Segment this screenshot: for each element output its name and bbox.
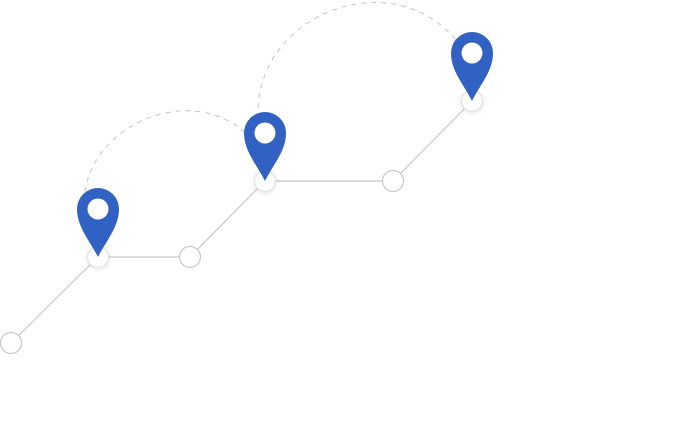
map-pin-icon: [77, 188, 119, 257]
dashed-arc-2: [257, 1, 463, 109]
route-node: [0, 331, 23, 355]
dashed-arc-1: [84, 110, 253, 193]
map-pin-icon: [451, 32, 493, 101]
route-node: [381, 169, 405, 193]
map-pin-icon: [244, 112, 286, 181]
route-node: [178, 245, 202, 269]
route-line: [10, 100, 473, 344]
